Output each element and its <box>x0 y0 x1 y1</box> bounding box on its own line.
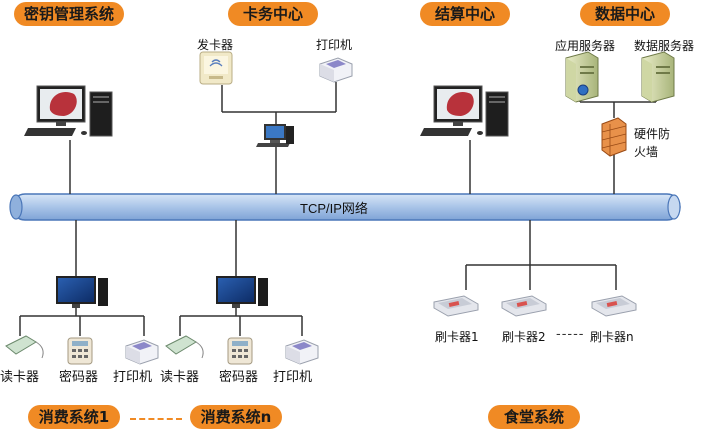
tcpip-network-pipe <box>9 193 681 221</box>
canteen-reader-2-label: 刷卡器2 <box>502 330 546 344</box>
db-server-label: 数据服务器 <box>634 39 695 53</box>
consumer1-computer-icon <box>56 276 108 308</box>
consumern-keypad-icon <box>227 337 253 365</box>
card-center-pill: 卡务中心 <box>228 2 318 26</box>
consumern-printer-label: 打印机 <box>273 370 313 385</box>
consumer1-keypad-icon <box>67 337 93 365</box>
canteen-reader-1-icon <box>433 295 479 317</box>
consume-systems-dots <box>130 418 182 420</box>
card-center-computer-icon <box>256 124 294 147</box>
card-issuer-icon <box>199 51 233 85</box>
db-server-icon <box>641 51 675 103</box>
canteen-reader-n-icon <box>591 295 637 317</box>
settlement-center-pill: 结算中心 <box>420 2 510 26</box>
app-server-icon <box>565 51 599 103</box>
network-label: TCP/IP网络 <box>300 201 368 216</box>
consumer1-printer-icon <box>125 339 159 365</box>
consume-system-1-pill: 消费系统1 <box>28 405 120 429</box>
settlement-computer-icon <box>420 85 509 137</box>
card-issuer-label: 发卡器 <box>197 38 234 52</box>
firewall-icon <box>601 117 627 157</box>
consumern-reader-label: 读卡器 <box>160 370 200 385</box>
canteen-reader-1-label: 刷卡器1 <box>435 330 479 344</box>
consumer1-reader-icon <box>5 335 44 359</box>
consumern-keypad-label: 密码器 <box>219 370 259 385</box>
canteen-reader-n-label: 刷卡器n <box>590 330 634 344</box>
consumern-reader-icon <box>165 335 204 359</box>
card-center-printer-label: 打印机 <box>316 38 353 52</box>
canteen-ellipsis: ----- <box>556 327 585 342</box>
consume-system-n-pill: 消费系统n <box>190 405 282 429</box>
consumer1-keypad-label: 密码器 <box>59 370 99 385</box>
card-center-printer-icon <box>319 57 353 83</box>
data-center-pill: 数据中心 <box>580 2 670 26</box>
firewall-label: 硬件防火墙 <box>634 127 671 159</box>
consumern-printer-icon <box>285 339 319 365</box>
canteen-reader-2-icon <box>501 295 547 317</box>
app-server-label: 应用服务器 <box>555 39 616 53</box>
canteen-system-pill: 食堂系统 <box>488 405 580 429</box>
consumern-computer-icon <box>216 276 268 308</box>
key-mgmt-system-pill: 密钥管理系统 <box>14 2 124 26</box>
key-mgmt-computer-icon <box>24 85 113 137</box>
consumer1-printer-label: 打印机 <box>113 370 153 385</box>
consumer1-reader-label: 读卡器 <box>0 370 40 385</box>
